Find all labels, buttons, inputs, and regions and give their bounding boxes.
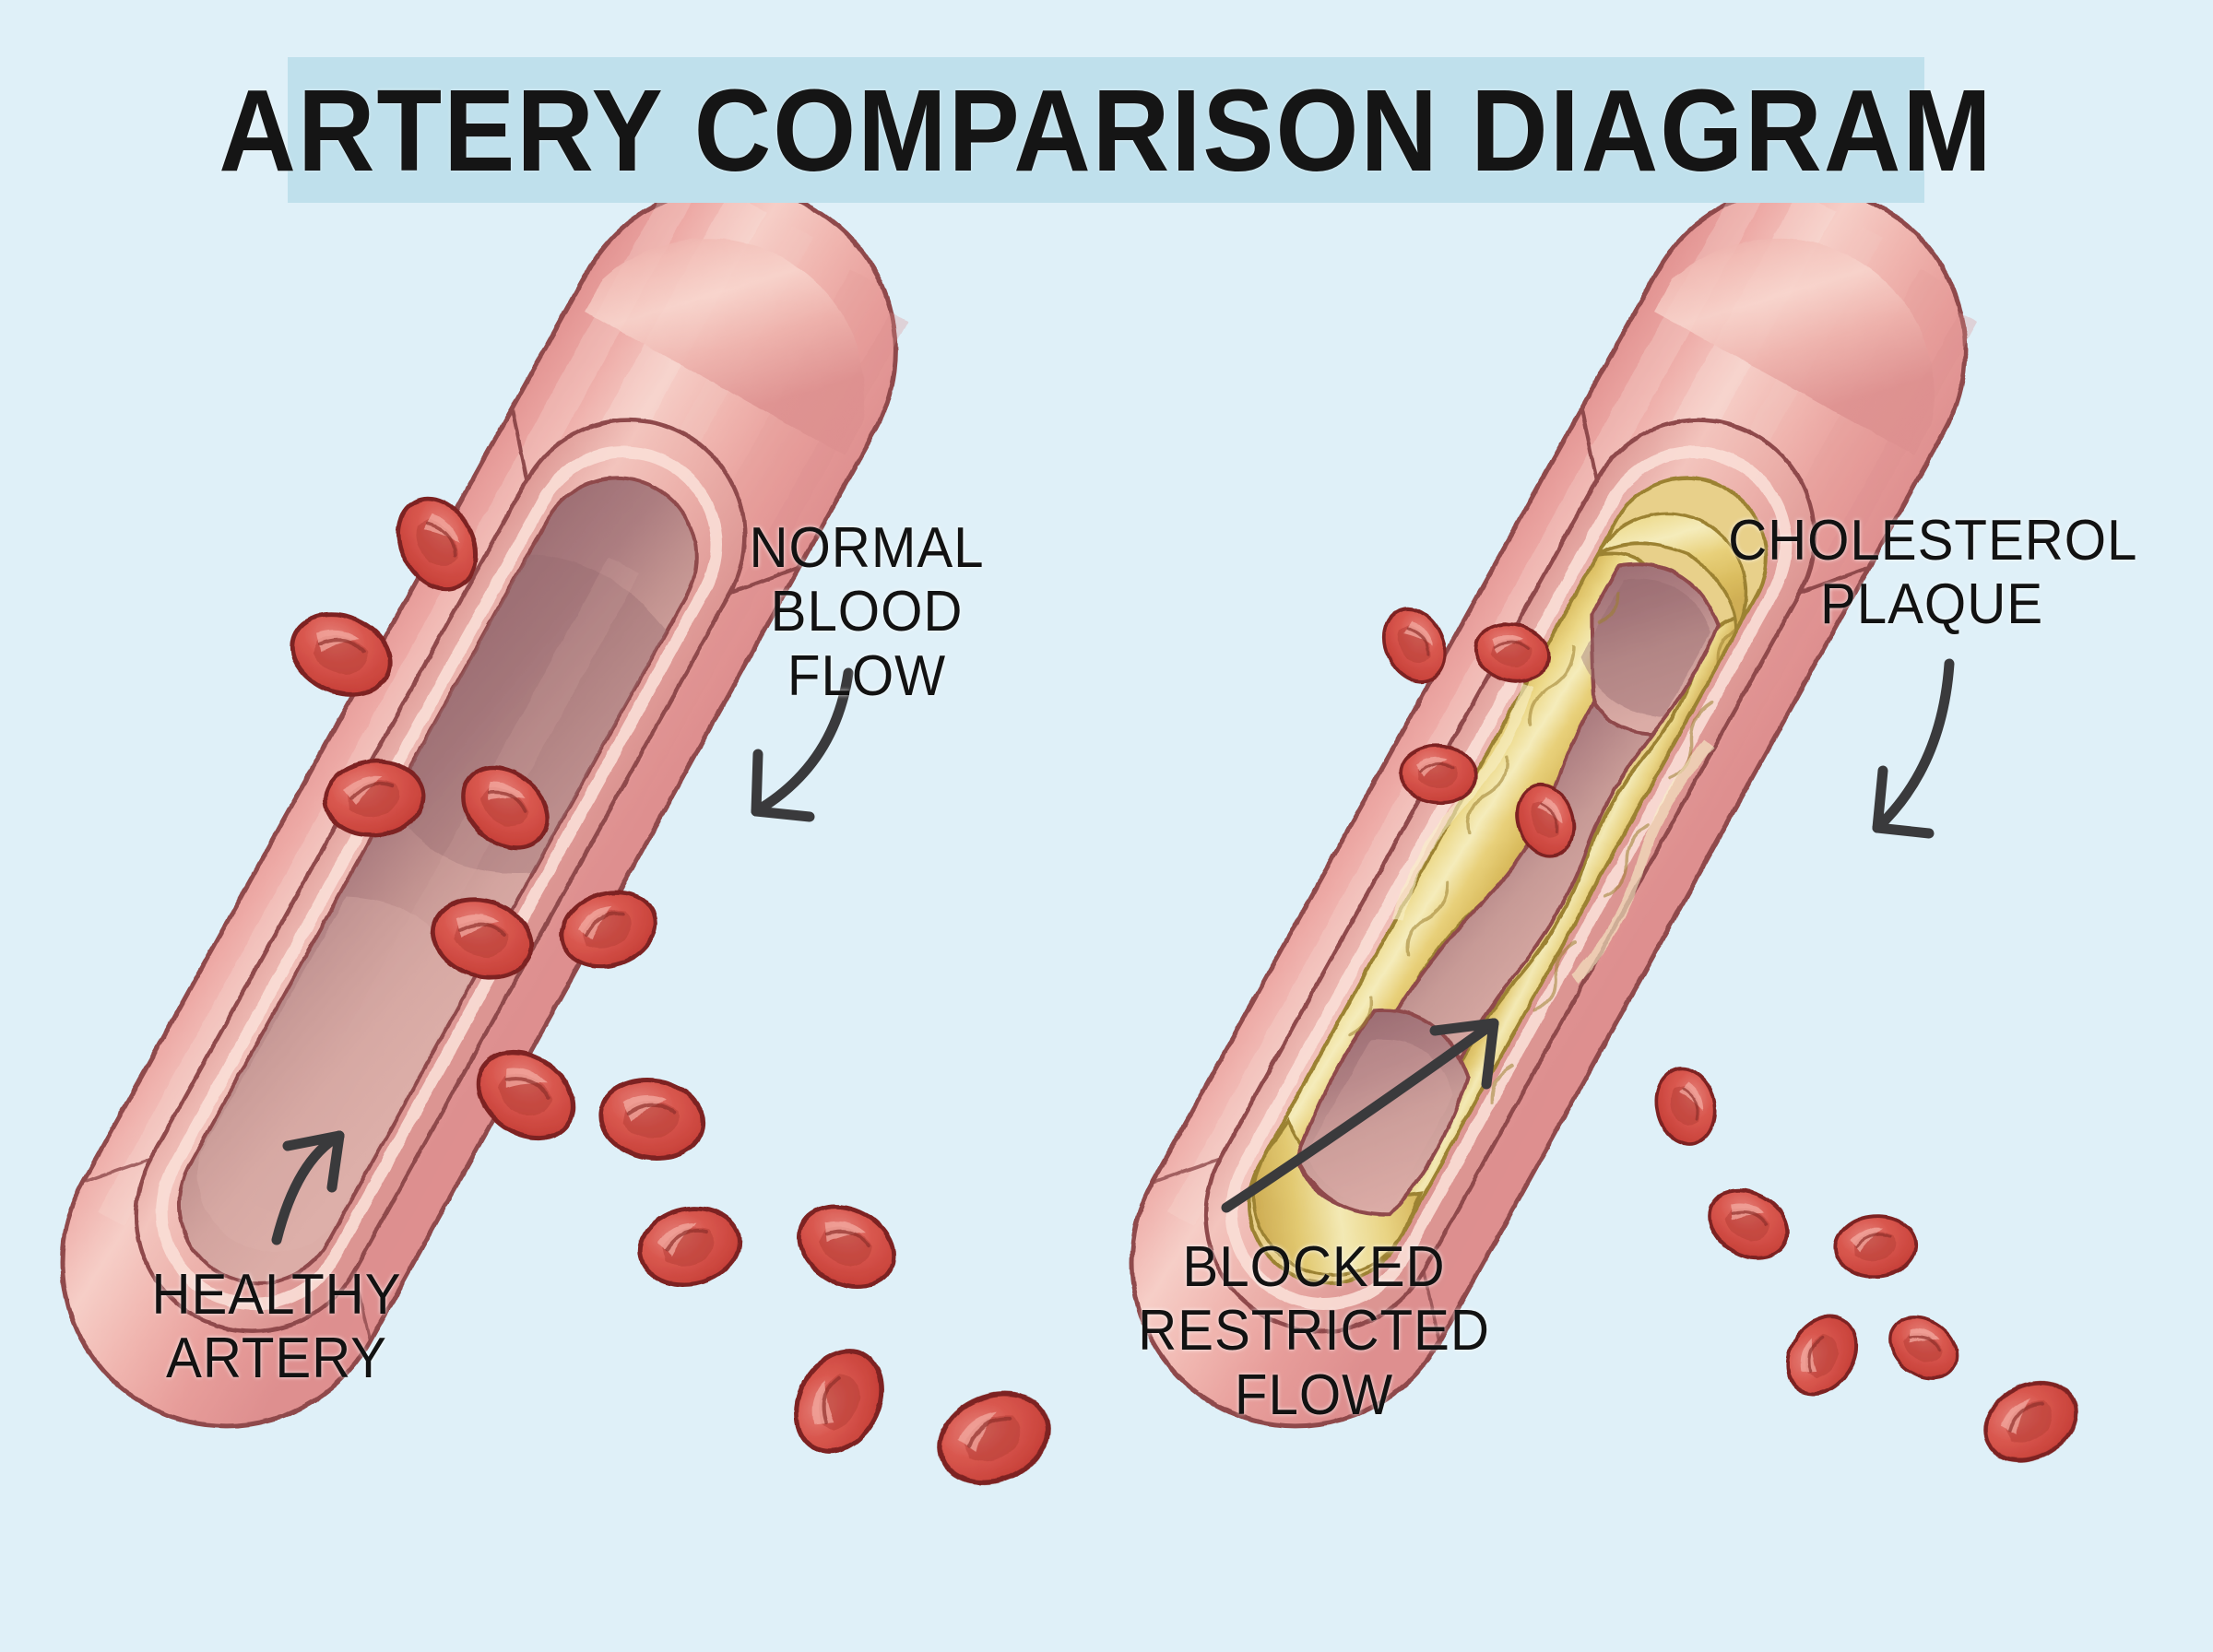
label-healthy-artery: HEALTHY ARTERY bbox=[151, 1263, 402, 1391]
label-normal-blood-flow: NORMAL BLOOD FLOW bbox=[749, 516, 985, 708]
label-cholesterol-plaque: CHOLESTEROL PLAQUE bbox=[1728, 509, 2138, 637]
curved-arrow-down-left-icon-normal-flow bbox=[751, 667, 854, 822]
curved-arrow-down-left-icon-cholesterol bbox=[1872, 658, 1955, 839]
title-band bbox=[288, 57, 1924, 203]
healthy-artery-graphic bbox=[60, 171, 1062, 1498]
label-blocked-restricted-flow: BLOCKED RESTRICTED FLOW bbox=[1138, 1235, 1490, 1427]
page-title: ARTERY COMPARISON DIAGRAM bbox=[219, 65, 1994, 195]
curved-arrow-up-right-icon-blocked-flow bbox=[1221, 1018, 1499, 1213]
curved-arrow-up-right-icon-healthy-artery bbox=[271, 1130, 345, 1245]
blocked-artery-graphic bbox=[1130, 171, 2089, 1485]
